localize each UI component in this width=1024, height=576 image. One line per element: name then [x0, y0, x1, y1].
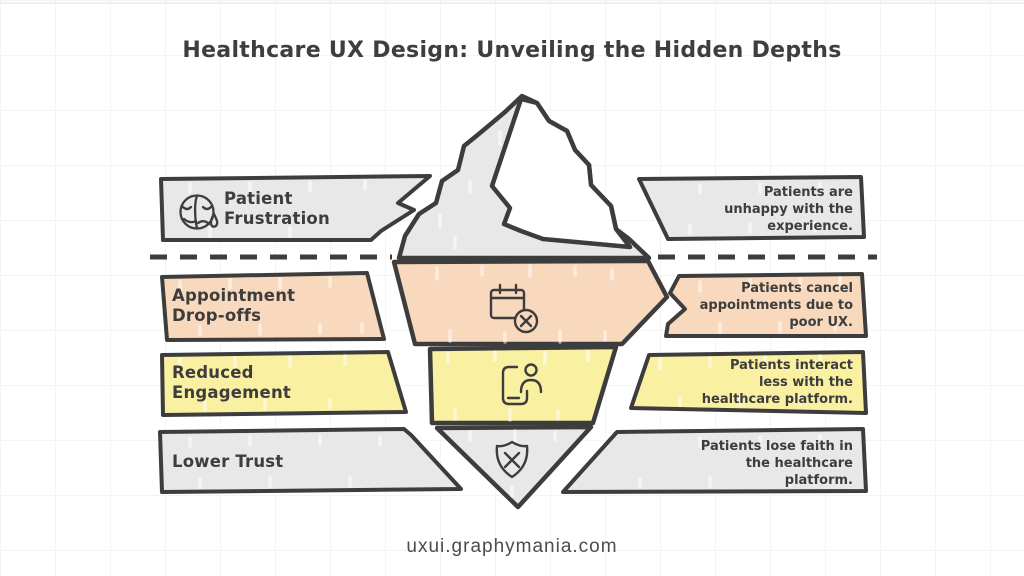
iceberg-band-lower-trust: [434, 424, 594, 510]
texture-flecks: [178, 130, 842, 498]
desc-panel-appointment-dropoffs: [664, 272, 868, 338]
label-panel-reduced-engagement: [160, 350, 408, 417]
label-patient-frustration: Patient Frustration: [224, 189, 330, 229]
label-panel-appointment-dropoffs: [160, 271, 386, 342]
desc-panel-reduced-engagement: [629, 350, 868, 415]
shield-x-icon: [495, 440, 529, 479]
description-appointment-dropoffs: Patients cancel appointments due to poor…: [699, 281, 853, 331]
label-appointment-dropoffs: Appointment Drop-offs: [172, 286, 296, 326]
calendar-cancel-icon: [489, 283, 539, 334]
description-lower-trust: Patients lose faith in the healthcare pl…: [700, 439, 853, 489]
desc-panel-patient-frustration: [637, 175, 866, 241]
desc-panel-lower-trust: [561, 427, 868, 494]
label-reduced-engagement: Reduced Engagement: [172, 363, 291, 403]
label-panel-patient-frustration: [159, 174, 432, 242]
label-lower-trust: Lower Trust: [172, 452, 284, 471]
website-url: uxui.graphymania.com: [406, 536, 618, 557]
description-patient-frustration: Patients are unhappy with the experience…: [724, 185, 853, 235]
iceberg-band-appointment-dropoffs: [391, 258, 670, 347]
sad-happy-face-icon: [179, 194, 219, 230]
label-panel-lower-trust: [158, 427, 463, 494]
description-reduced-engagement: Patients interact less with the healthca…: [701, 358, 853, 408]
top-divider: [0, 2, 1024, 4]
diagram-shapes: [150, 93, 877, 510]
iceberg-tip-facet: [489, 96, 633, 250]
phone-user-icon: [501, 363, 543, 406]
page-title: Healthcare UX Design: Unveiling the Hidd…: [182, 38, 842, 63]
